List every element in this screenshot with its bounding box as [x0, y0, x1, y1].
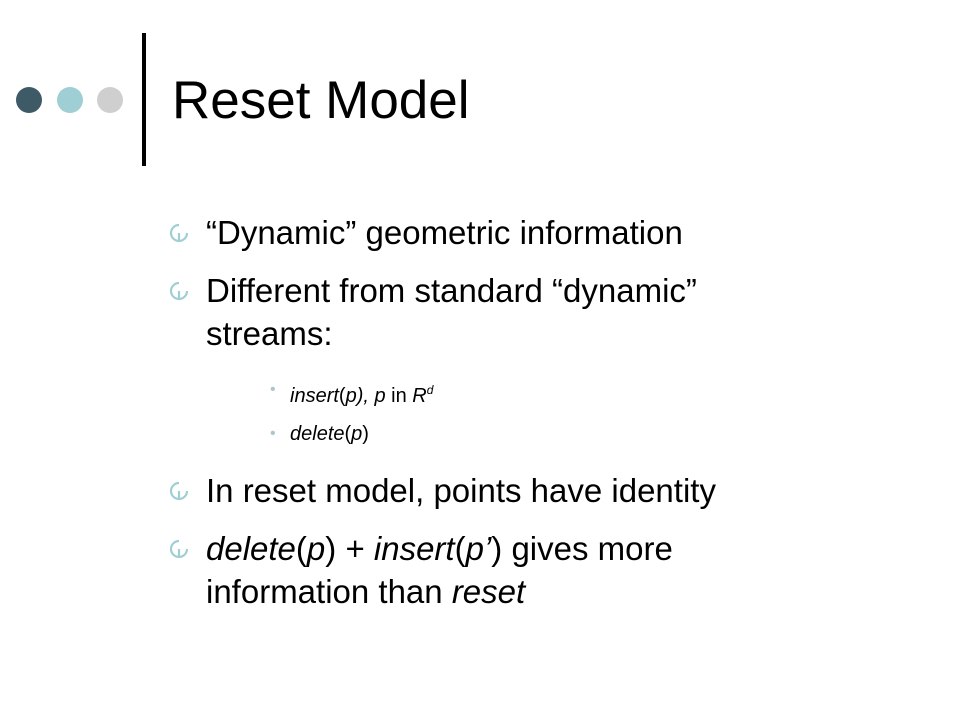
sub-bullet-marker: •	[270, 425, 276, 442]
decor-dot-grey	[97, 87, 123, 113]
decor-dot-dark	[16, 87, 42, 113]
bullet-icon	[169, 481, 189, 501]
bullet-3: In reset model, points have identity	[206, 469, 716, 512]
bullet-2-line1: Different from standard “dynamic”	[206, 272, 697, 309]
bullet-icon	[169, 281, 189, 301]
slide-title: Reset Model	[172, 71, 470, 130]
bullet-1-text: “Dynamic” geometric information	[206, 214, 683, 251]
bullet-3-text: In reset model, points have identity	[206, 472, 716, 509]
bullet-icon	[169, 539, 189, 559]
sub-bullet-marker: •	[270, 381, 276, 398]
title-divider	[142, 33, 146, 166]
bullet-2: Different from standard “dynamic” stream…	[206, 269, 697, 355]
bullet-icon	[169, 223, 189, 243]
sub-bullet-1: insert(p), p in Rd	[290, 383, 434, 407]
bullet-2-line2: streams:	[206, 315, 333, 352]
bullet-1: “Dynamic” geometric information	[206, 211, 683, 254]
sub-bullet-2: delete(p)	[290, 423, 369, 445]
decor-dot-teal	[57, 87, 83, 113]
